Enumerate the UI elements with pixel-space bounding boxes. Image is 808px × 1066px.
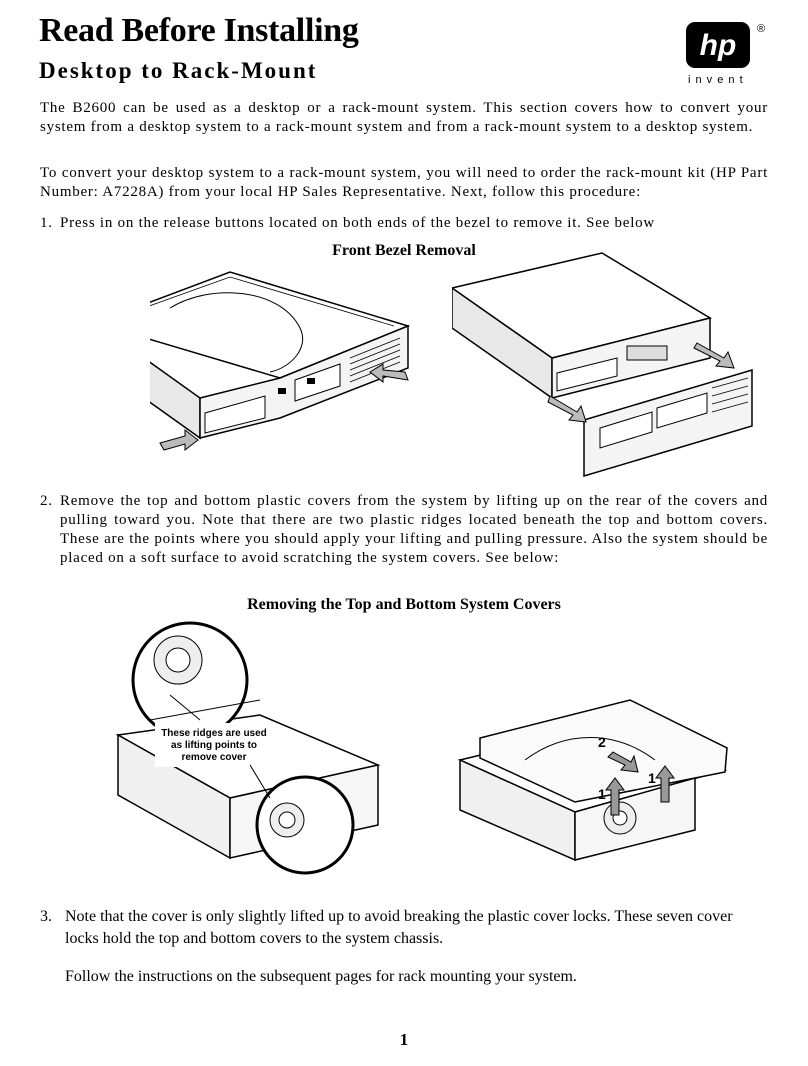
page-subtitle: Desktop to Rack-Mount xyxy=(39,58,318,83)
step-number: 1. xyxy=(40,215,53,231)
hp-logo-tagline: i n v e n t xyxy=(688,74,744,86)
page-number: 1 xyxy=(399,1030,409,1049)
hp-logo: hp ® i n v e n t xyxy=(684,20,770,90)
step-3: 3. Note that the cover is only slightly … xyxy=(40,906,768,950)
step-text: Remove the top and bottom plastic covers… xyxy=(60,493,768,566)
covers-figure-caption: Removing the Top and Bottom System Cover… xyxy=(247,596,561,613)
bezel-illustration-right xyxy=(450,248,762,483)
bezel-illustration-left xyxy=(92,268,420,473)
arrow-label-1b: 1 xyxy=(648,770,656,786)
covers-illustration-right xyxy=(455,690,735,875)
page-title: Read Before Installing xyxy=(39,12,359,49)
step-text: Press in on the release buttons located … xyxy=(60,215,655,231)
step-text: Note that the cover is only slightly lif… xyxy=(65,908,733,947)
step-number: 3. xyxy=(40,908,52,925)
covers-illustration-left xyxy=(110,620,390,885)
intro-paragraph-1: The B2600 can be used as a desktop or a … xyxy=(40,100,768,135)
bezel-figure-caption: Front Bezel Removal xyxy=(332,242,476,259)
step-1: 1. Press in on the release buttons locat… xyxy=(40,214,768,233)
arrow-label-1a: 1 xyxy=(598,786,606,802)
step-2: 2. Remove the top and bottom plastic cov… xyxy=(40,492,768,568)
registered-mark: ® xyxy=(757,23,765,35)
step-number: 2. xyxy=(40,493,53,509)
hp-logo-mark: hp xyxy=(700,29,737,62)
arrow-label-2: 2 xyxy=(598,734,606,750)
ridges-callout: These ridges are used as lifting points … xyxy=(161,728,267,763)
intro-paragraph-2: To convert your desktop system to a rack… xyxy=(40,165,768,200)
closing-text: Follow the instructions on the subsequen… xyxy=(65,968,577,985)
